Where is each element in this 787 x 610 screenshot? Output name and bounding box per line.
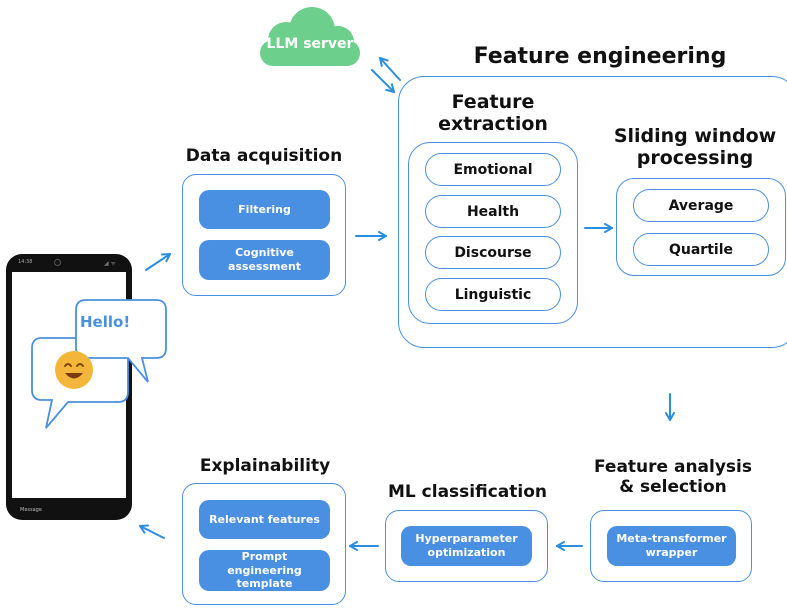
explainability-title: Explainability: [199, 456, 331, 476]
message-placeholder: Message: [20, 507, 42, 513]
smiling-face-icon: [55, 351, 93, 389]
relevant-features-label: Relevant features: [209, 512, 320, 526]
feature-engineering-title: Feature engineering: [473, 44, 727, 69]
prompt-engineering-line1: Prompt engineering: [227, 549, 302, 577]
llm-server-cloud: LLM server: [248, 4, 372, 70]
arrow-engineering-to-cloud: [379, 57, 401, 81]
meta-transformer-line2: wrapper: [645, 546, 698, 559]
llm-server-label: LLM server: [266, 36, 354, 52]
arrow-cloud-to-engineering: [371, 69, 395, 93]
feature-analysis-title-line1: Feature analysis: [593, 457, 752, 477]
phone-camera: [54, 259, 61, 266]
hello-bubble: [75, 299, 167, 383]
emotional-item: Emotional: [425, 153, 561, 186]
feature-analysis-title: Feature analysis & selection: [588, 457, 758, 497]
feature-extraction-title-line2: extraction: [438, 112, 548, 135]
arrow-phone-to-acquisition: [145, 253, 171, 271]
cognitive-assessment-line1: Cognitive: [235, 246, 294, 260]
data-acquisition-title: Data acquisition: [185, 146, 343, 166]
linguistic-item: Linguistic: [425, 278, 561, 311]
hello-text: Hello!: [80, 313, 131, 331]
ml-classification-title: ML classification: [388, 482, 547, 502]
filtering-item: Filtering: [199, 190, 330, 229]
relevant-features-item: Relevant features: [199, 500, 330, 539]
signal-icon: ◢ ᯤ: [104, 260, 116, 267]
sliding-window-title-line2: processing: [636, 146, 754, 169]
arrow-explainability-to-phone: [139, 524, 165, 539]
filtering-label: Filtering: [238, 202, 291, 216]
hyperparameter-line1: Hyperparameter: [415, 532, 518, 546]
cloud-icon: [260, 7, 360, 66]
quartile-item: Quartile: [633, 233, 769, 266]
discourse-item: Discourse: [425, 236, 561, 269]
prompt-engineering-item: Prompt engineering template: [199, 550, 330, 591]
feature-extraction-title-line1: Feature: [451, 91, 535, 113]
sliding-window-title-line1: Sliding window: [613, 125, 777, 147]
phone-status-time: 14:38: [18, 259, 33, 265]
cognitive-assessment-line2: assessment: [227, 260, 302, 273]
hyperparameter-line2: optimization: [427, 546, 506, 559]
average-item: Average: [633, 189, 769, 222]
cognitive-assessment-item: Cognitive assessment: [199, 240, 330, 280]
feature-extraction-title: Feature extraction: [418, 91, 568, 136]
health-item: Health: [425, 195, 561, 228]
hyperparameter-item: Hyperparameter optimization: [401, 526, 532, 566]
meta-transformer-item: Meta-transformer wrapper: [607, 526, 736, 566]
meta-transformer-line1: Meta-transformer: [616, 532, 727, 546]
sliding-window-title: Sliding window processing: [610, 125, 780, 170]
prompt-engineering-line2: template: [236, 577, 293, 591]
feature-analysis-title-line2: & selection: [619, 476, 727, 497]
